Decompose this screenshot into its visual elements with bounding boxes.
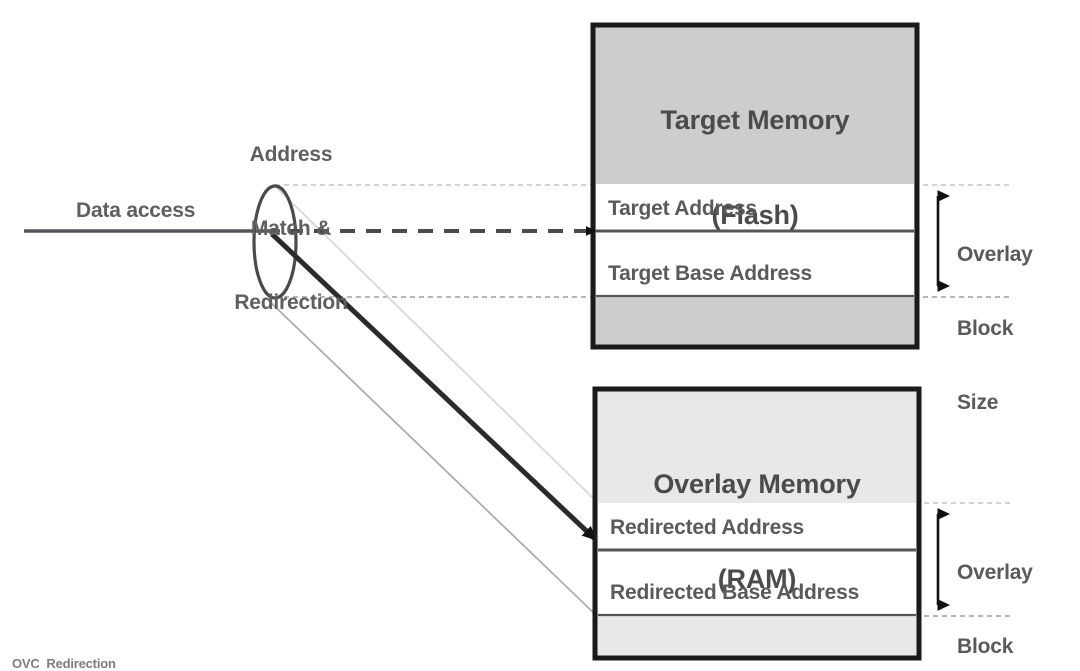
- address-match-line2: Match &: [250, 216, 332, 240]
- target-memory-title-line1: Target Memory: [660, 104, 850, 135]
- overlay-block-size-top-line1: Overlay: [957, 242, 1033, 266]
- overlay-memory-title: Overlay Memory (RAM): [595, 405, 919, 660]
- address-match-line3: Redirection: [234, 291, 348, 315]
- overlay-memory-box: [592, 386, 922, 661]
- overlay-block-size-label-bottom: Overlay Block Size: [957, 511, 1033, 671]
- redirect-access-arrow: [270, 232, 598, 542]
- overlay-block-size-bottom-line2: Block: [957, 634, 1014, 658]
- target-memory-title-line2: (Flash): [711, 200, 799, 231]
- figure-caption: OVC Redirection: [12, 656, 116, 671]
- overlay-block-size-top-line2: Block: [957, 316, 1014, 340]
- overlay-block-size-label-top: Overlay Block Size: [957, 193, 1033, 465]
- target-memory-box: [590, 22, 920, 350]
- target-address-label: Target Address: [608, 197, 757, 220]
- address-match-ellipse: [252, 184, 298, 300]
- guide-lines-diagonal: [265, 187, 599, 618]
- overlay-memory-title-line2: (RAM): [717, 564, 797, 595]
- overlay-block-size-top-line3: Size: [957, 391, 999, 415]
- overlay-memory-title-line1: Overlay Memory: [653, 468, 861, 499]
- data-access-label: Data access: [76, 199, 196, 222]
- address-match-line1: Address: [249, 142, 333, 166]
- redirected-base-address-label: Redirected Base Address: [610, 581, 860, 604]
- address-match-redirection-label: Address Match & Redirection: [226, 93, 356, 365]
- redirected-address-label: Redirected Address: [610, 516, 805, 539]
- target-memory-title: Target Memory (Flash): [593, 41, 917, 296]
- overlay-block-size-bottom-line1: Overlay: [957, 560, 1033, 584]
- target-base-address-label: Target Base Address: [608, 262, 812, 285]
